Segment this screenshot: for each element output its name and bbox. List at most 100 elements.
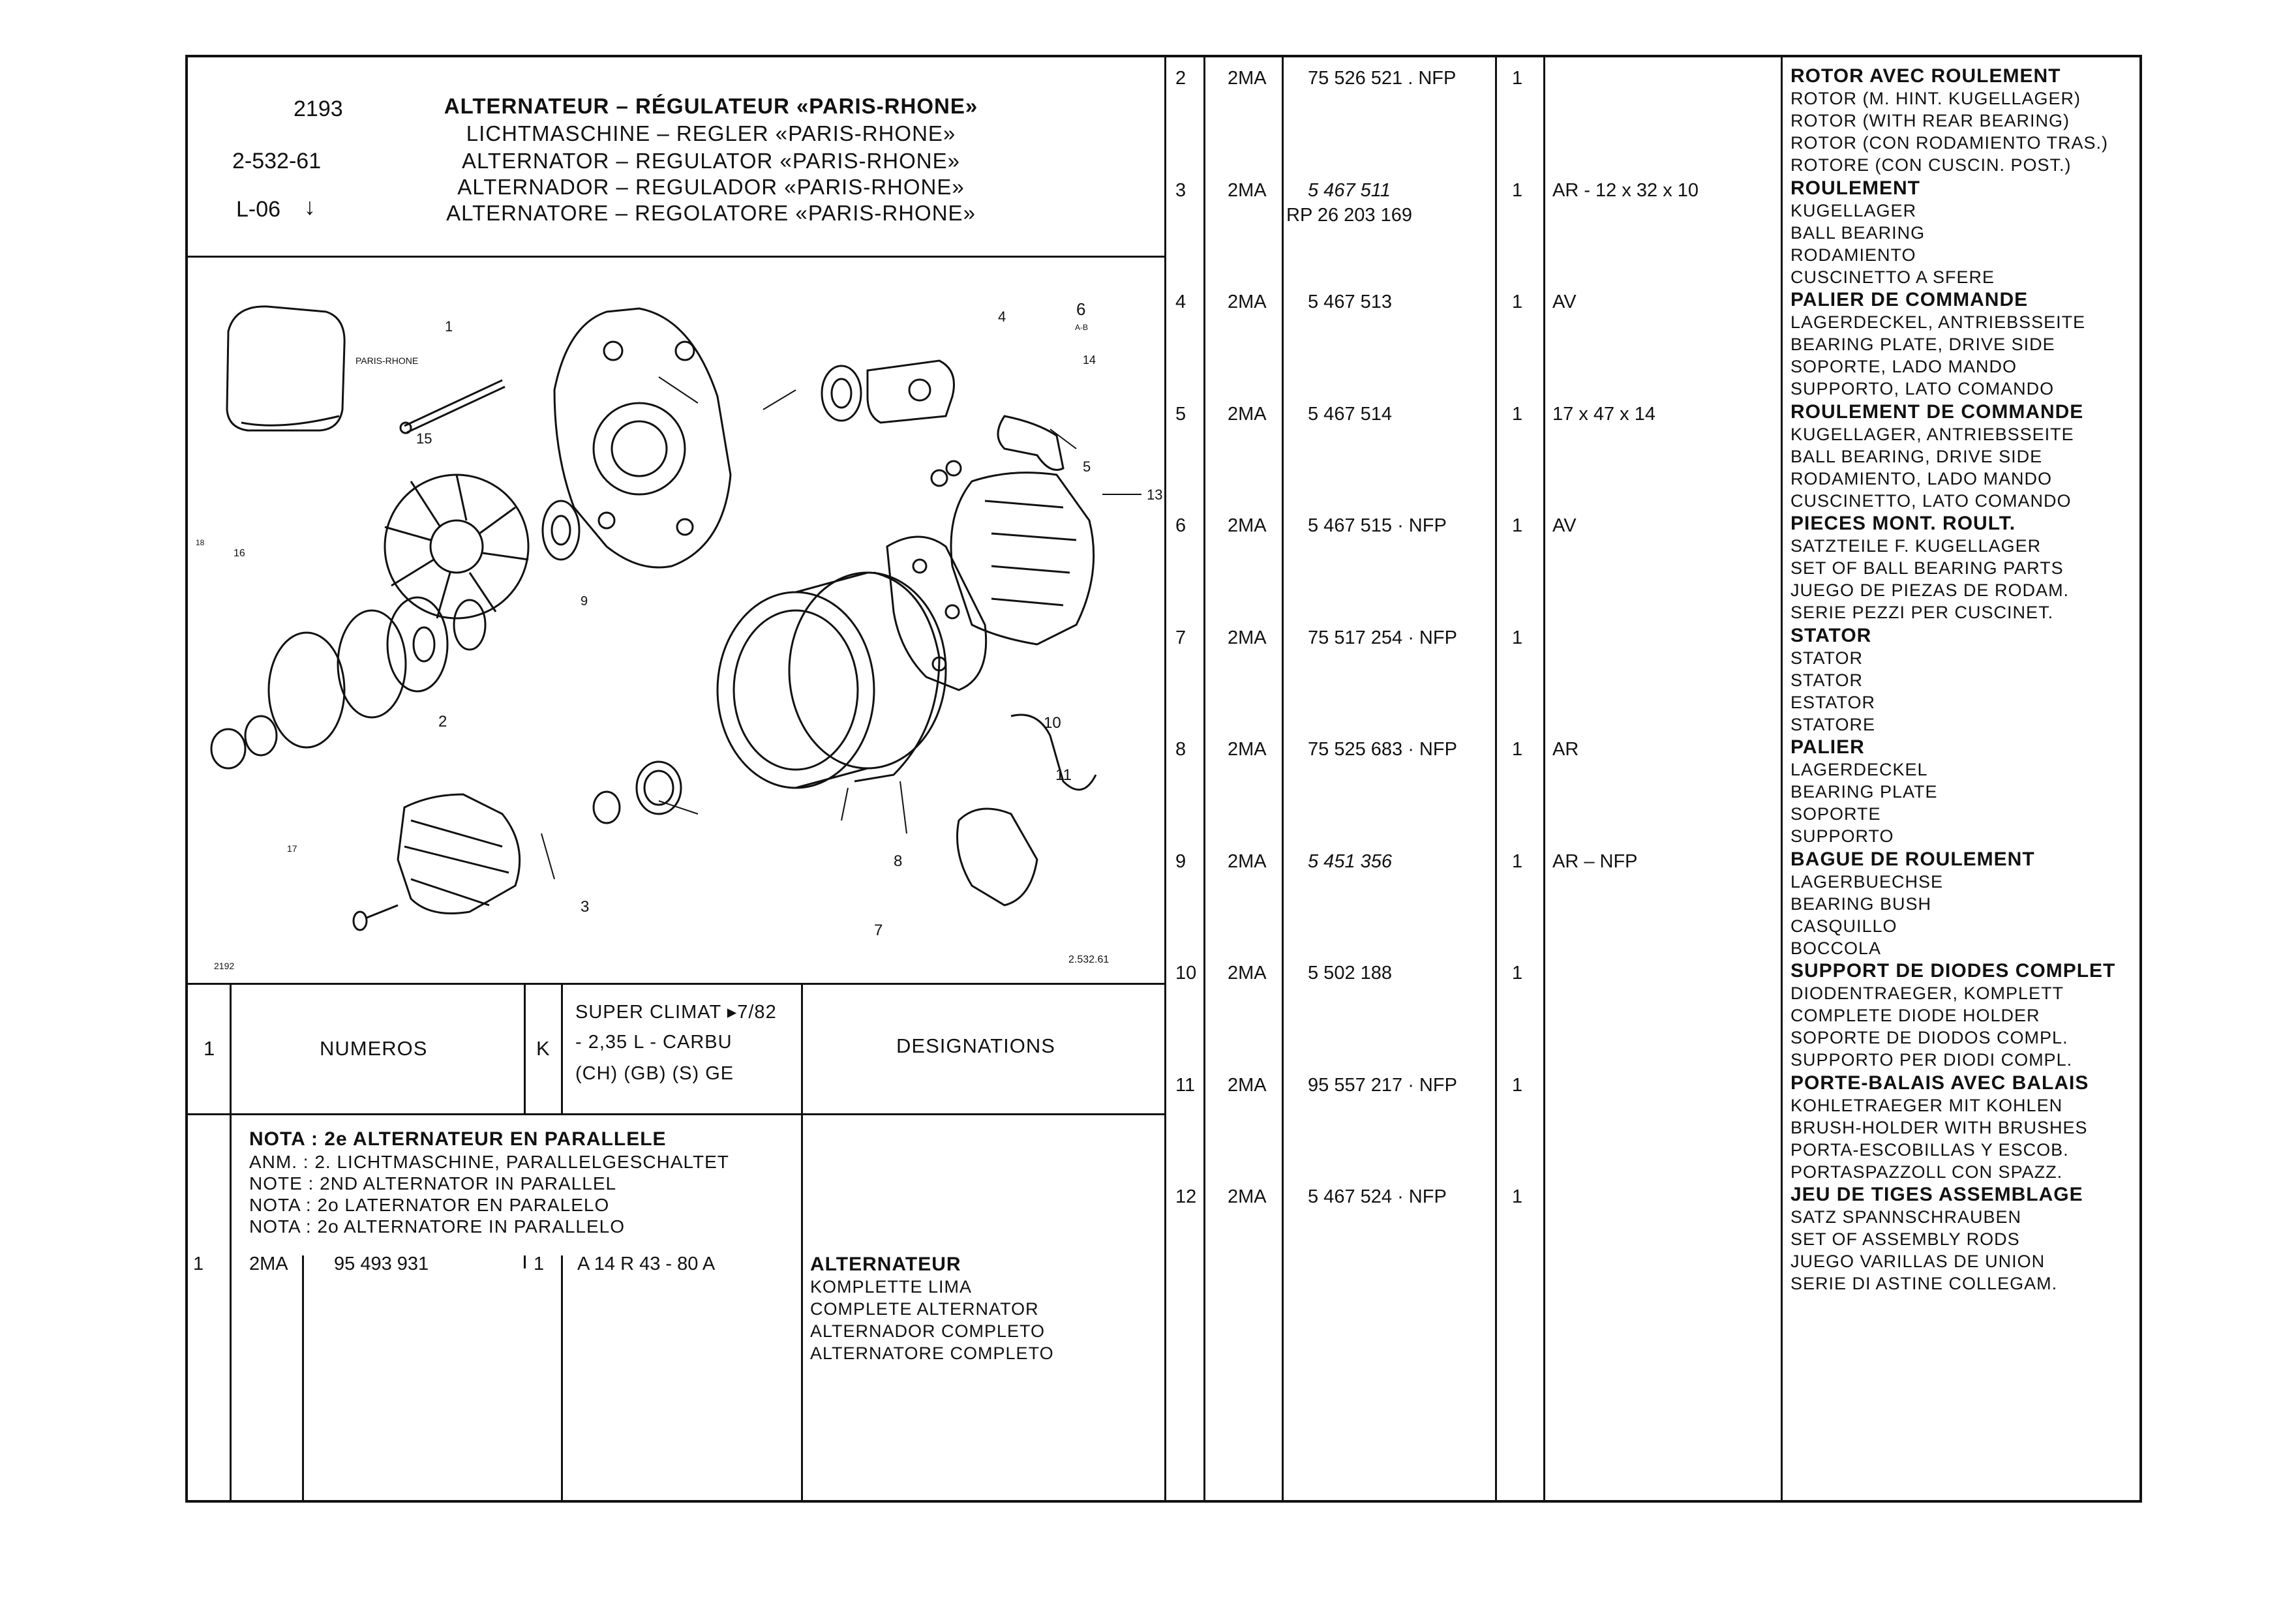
svg-text:5: 5: [1083, 458, 1091, 475]
model-line-3: (CH) (GB) (S) GE: [575, 1063, 734, 1084]
part-designation-line: STATOR: [1790, 624, 1872, 646]
main-des-de: KOMPLETTE LIMA: [810, 1277, 973, 1297]
part-designation-line: JUEGO DE PIEZAS DE RODAM.: [1790, 580, 2070, 600]
part-index: 5: [1175, 403, 1186, 425]
part-designation-line: SERIE PEZZI PER CUSCINET.: [1790, 603, 2054, 622]
col-line: [801, 983, 803, 1503]
main-item-qty: 1: [534, 1254, 545, 1274]
part-designation-line: DIODENTRAEGER, KOMPLETT: [1790, 984, 2064, 1003]
part-designation-line: PALIER: [1790, 736, 1865, 758]
title-de: LICHTMASCHINE – REGLER «PARIS-RHONE»: [466, 121, 956, 145]
part-index: 10: [1175, 963, 1197, 984]
part-designation-line: ROULEMENT: [1790, 177, 1920, 199]
rear-bearing-plate: [950, 472, 1095, 646]
part-designation-line: SUPPORTO PER DIODI COMPL.: [1790, 1050, 2073, 1070]
svg-text:10: 10: [1044, 714, 1061, 732]
part-designation-line: SUPPORTO, LATO COMANDO: [1790, 379, 2055, 398]
part-index: 7: [1175, 627, 1186, 648]
part-designation-line: CUSCINETTO A SFERE: [1790, 267, 1995, 287]
part-spec: 17 x 47 x 14: [1552, 403, 1655, 425]
svg-text:15: 15: [416, 430, 432, 447]
part-designation-line: SATZ SPANNSCHRAUBEN: [1790, 1207, 2022, 1227]
part-designation-line: ESTATOR: [1790, 692, 1876, 712]
main-item-code: 2MA: [249, 1254, 288, 1274]
part-designation-line: ROTOR AVEC ROULEMENT: [1790, 65, 2061, 87]
divider-header: [185, 256, 1166, 258]
part-number: 5 467 524 · NFP: [1308, 1186, 1447, 1207]
stator: [716, 591, 875, 789]
bearing-bush: [635, 760, 682, 815]
part-designation-line: ROTOR (CON RODAMIENTO TRAS.): [1790, 133, 2109, 153]
part-code: 2MA: [1228, 68, 1267, 89]
part-designation-line: BEARING BUSH: [1790, 894, 1932, 914]
part-designation-line: PALIER DE COMMANDE: [1790, 289, 2029, 310]
part-designation-line: BEARING PLATE: [1790, 782, 1938, 802]
title-en: ALTERNATOR – REGULATOR «PARIS-RHONE»: [462, 149, 960, 173]
part-designation-line: SOPORTE DE DIODOS COMPL.: [1790, 1028, 2068, 1047]
col-line: [1543, 55, 1545, 1503]
part-designation-line: LAGERDECKEL: [1790, 760, 1928, 779]
assembly-rod: [404, 379, 503, 427]
title-es: ALTERNADOR – REGULADOR «PARIS-RHONE»: [457, 175, 965, 199]
page-frame: [185, 55, 2142, 1503]
part-qty: 1: [1512, 963, 1523, 984]
col-index-header: 1: [204, 1037, 216, 1060]
col-numeros-header: NUMEROS: [320, 1037, 428, 1060]
part-spec: AR – NFP: [1552, 850, 1638, 872]
part-spec: AV: [1552, 515, 1577, 536]
part-spec: AR - 12 x 32 x 10: [1552, 179, 1699, 201]
svg-text:1: 1: [445, 318, 453, 335]
part-qty: 1: [1512, 68, 1523, 89]
title-fr: ALTERNATEUR – RÉGULATEUR «PARIS-RHONE»: [444, 94, 978, 118]
part-designation-line: STATOR: [1790, 670, 1864, 690]
part-designation-line: SOPORTE, LADO MANDO: [1790, 357, 2017, 376]
part-designation-line: JUEGO VARILLAS DE UNION: [1790, 1252, 2046, 1271]
part-designation-line: SERIE DI ASTINE COLLEGAM.: [1790, 1274, 2058, 1293]
diode-holder: [886, 535, 988, 691]
svg-text:18: 18: [196, 538, 205, 547]
part-designation-line: KUGELLAGER, ANTRIEBSSEITE: [1790, 424, 2074, 444]
divider-colheader: [185, 1113, 1166, 1115]
part-designation-line: BAGUE DE ROULEMENT: [1790, 848, 2035, 870]
part-designation-line: BALL BEARING: [1790, 222, 1926, 243]
bearing-plate-4: [866, 359, 955, 424]
part-designation-line: BRUSH-HOLDER WITH BRUSHES: [1790, 1117, 2088, 1137]
catalog-code: 2193: [294, 97, 343, 121]
col-line: [561, 1255, 563, 1503]
divider-main: [1164, 55, 1166, 1503]
svg-text:3: 3: [581, 898, 589, 916]
main-des-en: COMPLETE ALTERNATOR: [810, 1299, 1039, 1319]
col-k-header: K: [536, 1037, 551, 1060]
ref-code: L-06: [236, 197, 281, 222]
svg-text:8: 8: [894, 852, 902, 870]
part-number: 5 451 356: [1308, 850, 1393, 872]
main-des-it: ALTERNATORE COMPLETO: [810, 1344, 1054, 1363]
part-designation-line: KUGELLAGER: [1790, 200, 1917, 220]
part-index: 11: [1175, 1074, 1196, 1096]
rotor: [397, 793, 521, 914]
part-designation-line: JEU DE TIGES ASSEMBLAGE: [1790, 1184, 2083, 1205]
part-designation-line: RODAMIENTO, LADO MANDO: [1790, 468, 2053, 488]
part-qty: 1: [1512, 739, 1523, 760]
model-line-1: SUPER CLIMAT ▸7/82: [575, 1002, 777, 1023]
part-designation-line: KOHLETRAEGER MIT KOHLEN: [1790, 1095, 2063, 1115]
part-designation-line: SATZTEILE F. KUGELLAGER: [1790, 536, 2042, 556]
part-qty: 1: [1512, 1074, 1523, 1096]
part-index: 9: [1175, 850, 1186, 872]
part-qty: 1: [1512, 292, 1523, 312]
col-line: [561, 983, 563, 1113]
part-designation-line: RODAMIENTO: [1790, 245, 1916, 265]
col-line: [1282, 55, 1284, 1503]
col-line: [1781, 55, 1783, 1503]
part-designation-line: PORTE-BALAIS AVEC BALAIS: [1790, 1072, 2089, 1094]
svg-text:7: 7: [874, 922, 883, 939]
col-line: [230, 983, 232, 1503]
col-line: [524, 1255, 526, 1269]
part-designation-line: BALL BEARING, DRIVE SIDE: [1790, 446, 2043, 466]
note-line-es: NOTA : 2o LATERNATOR EN PARALELO: [249, 1195, 610, 1215]
note-line-it: NOTA : 2o ALTERNATORE IN PARALLELO: [249, 1216, 626, 1237]
